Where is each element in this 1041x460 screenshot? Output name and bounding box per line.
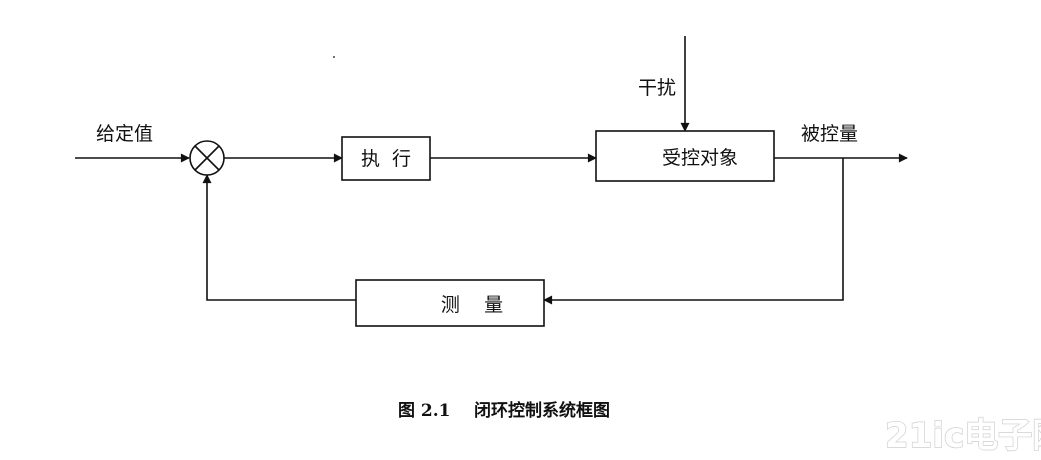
actuator-label: 执 行 [361,148,411,170]
scan-speck [333,56,335,58]
plant-block [595,130,775,182]
output-label: 被控量 [801,123,858,145]
figure-caption: 图 2.1 闭环控制系统框图 [398,400,610,421]
watermark-logo: 21ic电子网 [884,415,1041,456]
figure-number: 图 2.1 [398,401,451,421]
actuator-block [341,136,431,181]
summing-junction [189,140,225,176]
measurement-label: 测 量 [441,294,503,316]
disturbance-label: 干扰 [638,77,676,99]
input-label: 给定值 [96,123,153,145]
feedback-to-measurement-arrow [543,158,844,305]
feedback-to-junction-arrow [202,174,356,301]
measurement-block [355,279,545,327]
watermark-text: 21ic电子网 [885,416,1041,456]
figure-title: 闭环控制系统框图 [474,400,610,421]
plant-label: 受控对象 [662,147,738,169]
